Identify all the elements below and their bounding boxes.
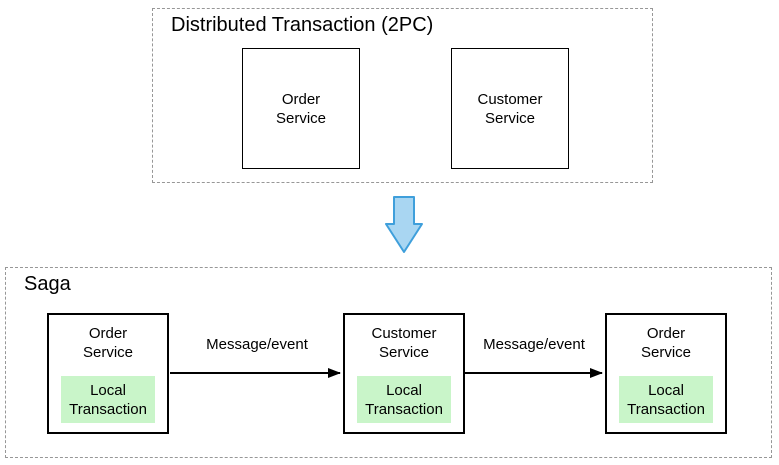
saga-node-title: Order Service xyxy=(82,325,134,361)
edge-label-message-event-2: Message/event xyxy=(483,336,585,353)
saga-node-title: Order Service xyxy=(640,325,692,361)
local-transaction-box: Local Transaction xyxy=(357,376,451,423)
saga-node-order-service-2: Order Service Local Transaction xyxy=(605,313,727,434)
saga-group-title: Saga xyxy=(24,273,71,295)
edge-label-message-event-1: Message/event xyxy=(206,336,308,353)
saga-node-order-service-1: Order Service Local Transaction xyxy=(47,313,169,434)
saga-node-customer-service: Customer Service Local Transaction xyxy=(343,313,465,434)
two-pc-order-service-box: Order Service xyxy=(242,48,360,169)
down-arrow-icon xyxy=(385,196,423,253)
saga-node-title: Customer Service xyxy=(371,325,437,361)
local-transaction-box: Local Transaction xyxy=(619,376,713,423)
two-pc-group-title: Distributed Transaction (2PC) xyxy=(171,14,434,36)
local-transaction-box: Local Transaction xyxy=(61,376,155,423)
two-pc-customer-service-box: Customer Service xyxy=(451,48,569,169)
two-pc-group: Distributed Transaction (2PC) Order Serv… xyxy=(152,8,653,183)
